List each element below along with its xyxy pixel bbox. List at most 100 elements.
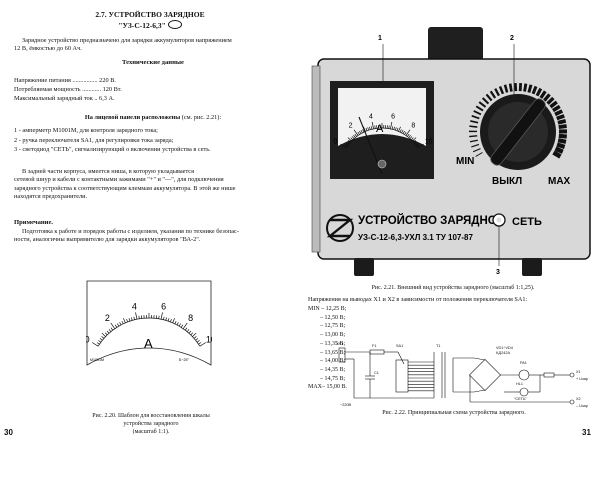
- meter-tick: [353, 129, 359, 136]
- schem-label: XP1: [336, 342, 343, 346]
- note-text: Подготовка к работе и порядок работы с и…: [14, 228, 296, 245]
- scale-tick: [91, 342, 99, 347]
- scale-tick: [180, 324, 184, 328]
- scale-tick: [174, 320, 177, 325]
- meter-tick: [390, 121, 393, 129]
- schem-label: VD1÷VD4: [496, 346, 513, 350]
- meter-number: 8: [411, 122, 415, 129]
- fig20-caption: Рис. 2.20. Шаблон для восстановления шка…: [66, 412, 236, 436]
- knob-scale-tick: [531, 85, 538, 95]
- ammeter-unit: A: [376, 123, 384, 135]
- meter-tick: [405, 129, 411, 136]
- schem-label: X2: [576, 397, 581, 401]
- switch-min-label: MIN: [456, 156, 474, 167]
- meter-tick: [410, 137, 414, 141]
- knob-scale-tick: [549, 100, 558, 109]
- knob-scale-tick: [554, 109, 564, 117]
- schem-label: T1: [436, 344, 440, 348]
- scale-tick: [104, 332, 108, 336]
- scale-tick: [117, 323, 120, 327]
- panel-items: 1 - амперметр М1001М, для контроля заряд…: [14, 126, 294, 155]
- schem-label: KД242А: [496, 351, 510, 355]
- knob-scale-tick: [543, 93, 551, 102]
- ammeter-zero-screw: [377, 159, 387, 169]
- knob-pointer: [490, 98, 546, 166]
- knob-scale-tick: [557, 119, 567, 125]
- meter-tick: [340, 143, 347, 149]
- knob-scale-tick: [558, 133, 567, 139]
- knob-scale-tick: [546, 96, 555, 105]
- knob-scale-tick: [503, 84, 509, 93]
- scale-tick: [110, 327, 114, 331]
- knob-scale-tick: [523, 83, 528, 92]
- knob-scale-tick: [469, 139, 478, 143]
- scale-tick: [131, 317, 133, 321]
- scale-tick: [128, 318, 131, 322]
- scale-tick: [101, 336, 105, 339]
- note-line: Подготовка к работе и порядок работы с и…: [22, 228, 239, 235]
- scale-tick: [123, 318, 126, 323]
- meter-tick: [369, 126, 371, 130]
- meter-tick: [398, 126, 401, 132]
- meter-tick: [414, 141, 418, 144]
- meter-tick: [346, 141, 350, 144]
- knob-scale-tick: [475, 105, 484, 112]
- fuse-f2: [543, 372, 555, 378]
- device-title: УСТРОЙСТВО ЗАРЯДНОЕ: [358, 214, 505, 227]
- ammeter-pa1: [518, 369, 530, 381]
- fig21-caption: Рис. 2.21. Внешний вид устройства зарядн…: [371, 285, 535, 291]
- panel-item: 3 - светодиод "СЕТЬ", сигнализирующий о …: [14, 146, 211, 153]
- knob-scale-tick: [508, 83, 513, 92]
- voltage-row: – 12,50 В;: [320, 314, 346, 321]
- schem-label: HL1: [516, 382, 523, 386]
- spec-row: Максимальный зарядный ток .. 6,3 А.: [14, 95, 115, 102]
- meter-tick: [416, 144, 420, 147]
- spec-row: Потребляемая мощность ............ 120 В…: [14, 86, 122, 93]
- back-line: зарядного устройства к соответствующим к…: [14, 184, 236, 192]
- knob-scale-tick: [481, 97, 490, 105]
- knob-scale-tick: [552, 150, 562, 159]
- scale-number: 4: [132, 302, 137, 312]
- specs-title: Технические данные: [122, 59, 184, 66]
- scale-tick: [190, 332, 194, 336]
- circuit-schematic: XP1 F1 SA1 T1 VD1÷VD4 KД242А PA1 C1 ~220…: [336, 342, 588, 408]
- caption-line: устройства зарядного: [123, 421, 179, 427]
- meter-tick: [344, 144, 348, 147]
- knob-scale-tick: [471, 143, 480, 148]
- switch-off-label: ВЫКЛ: [492, 176, 522, 187]
- panel-title-bold: На лицевой панели расположены: [84, 114, 181, 121]
- scale-tick: [114, 324, 118, 328]
- meter-tick: [371, 121, 374, 129]
- device-handle: [428, 27, 483, 67]
- schem-label: F1: [372, 344, 376, 348]
- knob-scale-tick: [556, 142, 566, 149]
- meter-number: 10: [425, 138, 433, 145]
- knob-scale-tick: [558, 124, 567, 130]
- meter-tick: [402, 130, 405, 134]
- section-subheading: "УЗ-С-12-6,3": [40, 20, 260, 30]
- scale-tick: [101, 332, 106, 337]
- meter-arc: [346, 127, 418, 148]
- knob-scale-tick: [535, 87, 543, 97]
- meter-tick: [347, 137, 352, 142]
- back-line: находятся предохранители.: [14, 192, 88, 200]
- diode-bridge: [469, 359, 501, 391]
- meter-tick: [412, 137, 417, 142]
- scale-tick: [126, 319, 128, 323]
- meter-tick: [399, 129, 402, 133]
- voltage-row: – 13,35 В;: [320, 340, 346, 347]
- voltage-row: MAX– 15,00 В.: [308, 384, 348, 391]
- scale-tick: [186, 329, 190, 332]
- knob-scale-tick: [472, 148, 481, 153]
- scale-tick: [110, 322, 116, 329]
- callout-1: 1: [378, 35, 382, 42]
- callout-3: 3: [496, 269, 500, 276]
- meter-tick: [396, 127, 399, 131]
- schem-label: PA1: [520, 361, 527, 365]
- meter-number: 0: [333, 138, 337, 145]
- scale-unit: A: [144, 336, 153, 351]
- back-text: В задней части корпуса, имеется ниша, в …: [14, 168, 296, 201]
- meter-tick: [370, 126, 373, 130]
- meter-tick: [367, 127, 369, 131]
